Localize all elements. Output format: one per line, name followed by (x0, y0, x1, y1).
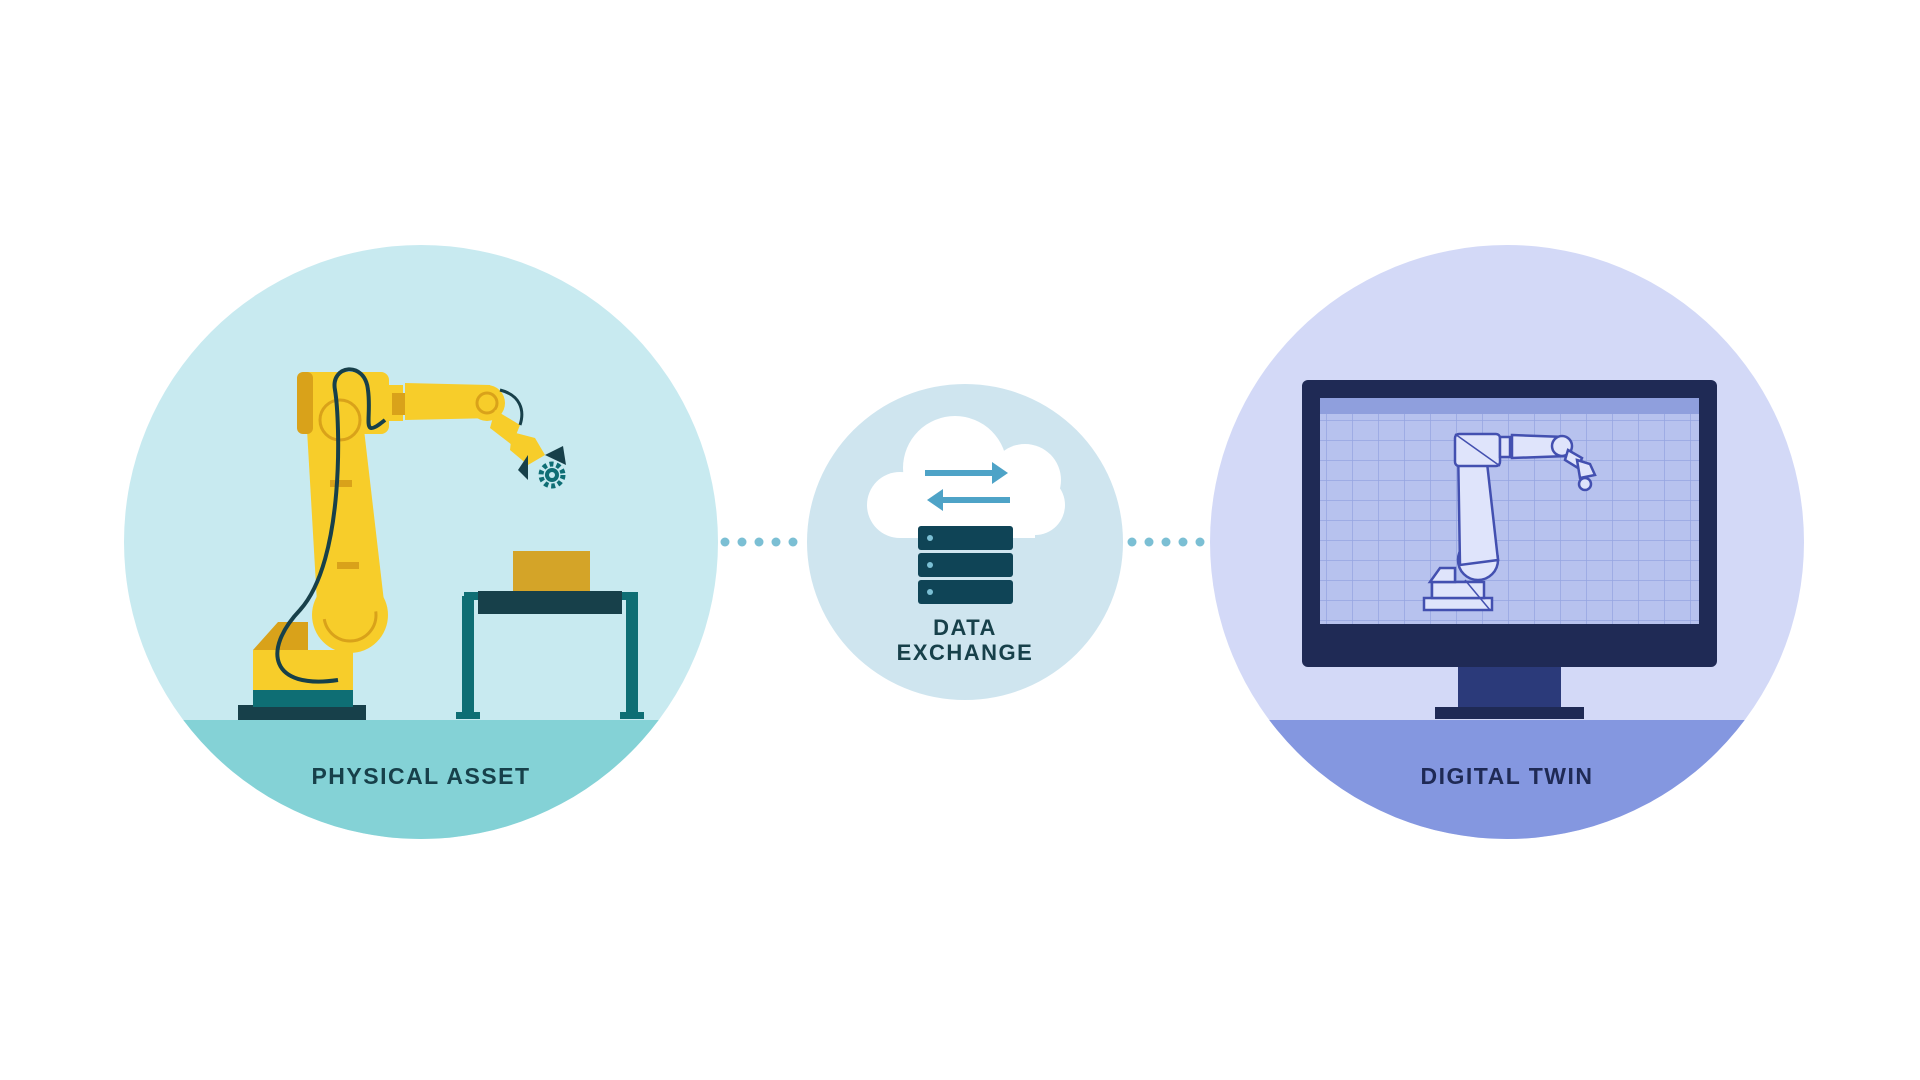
data-exchange-group: DATA EXCHANGE (807, 384, 1123, 700)
digital-twin-label: DIGITAL TWIN (1420, 763, 1593, 789)
monitor-icon (1302, 380, 1717, 719)
package-box (513, 551, 590, 591)
digital-ground (1210, 720, 1804, 839)
connector-dots-right (1127, 537, 1205, 547)
server-icon (918, 526, 1013, 604)
data-exchange-label-line1: DATA (933, 615, 997, 640)
gear-icon (538, 461, 566, 489)
connector-dots-left (720, 537, 798, 547)
physical-asset-group: PHYSICAL ASSET (124, 245, 718, 839)
physical-asset-label: PHYSICAL ASSET (311, 763, 530, 789)
work-table-icon (456, 551, 644, 719)
wireframe-robot-icon (1422, 432, 1597, 612)
robot-arm-icon (238, 367, 566, 720)
digital-twin-group: DIGITAL TWIN (1210, 245, 1804, 839)
sync-arrows-icon (925, 462, 1010, 511)
physical-ground (124, 720, 718, 839)
data-exchange-label-line2: EXCHANGE (897, 640, 1034, 665)
